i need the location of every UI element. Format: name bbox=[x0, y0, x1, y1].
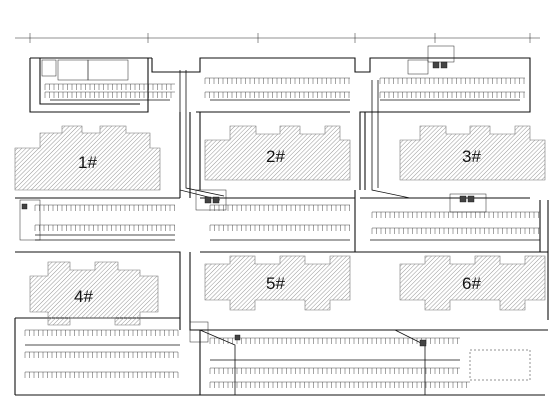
building-6-label: 6# bbox=[462, 274, 481, 293]
building-5-label: 5# bbox=[266, 274, 285, 293]
duct-runs bbox=[25, 70, 540, 395]
building-labels: 1# 2# 3# 4# 5# 6# bbox=[74, 147, 481, 306]
building-2-footprint bbox=[204, 125, 351, 181]
residential-buildings bbox=[14, 125, 546, 326]
wall-details bbox=[19, 45, 531, 381]
building-1-footprint bbox=[14, 125, 161, 191]
building-3-label: 3# bbox=[462, 147, 481, 166]
building-3-footprint bbox=[399, 125, 546, 181]
parking-stall-rows bbox=[24, 77, 540, 388]
building-5-footprint bbox=[204, 255, 351, 311]
building-1-label: 1# bbox=[78, 153, 97, 172]
building-4-footprint bbox=[29, 261, 159, 326]
building-2-label: 2# bbox=[266, 147, 285, 166]
building-6-footprint bbox=[399, 255, 546, 311]
top-dimension-line bbox=[15, 33, 540, 43]
equipment-boxes bbox=[21, 61, 475, 347]
building-4-label: 4# bbox=[74, 287, 93, 306]
garage-outline bbox=[14, 57, 549, 396]
